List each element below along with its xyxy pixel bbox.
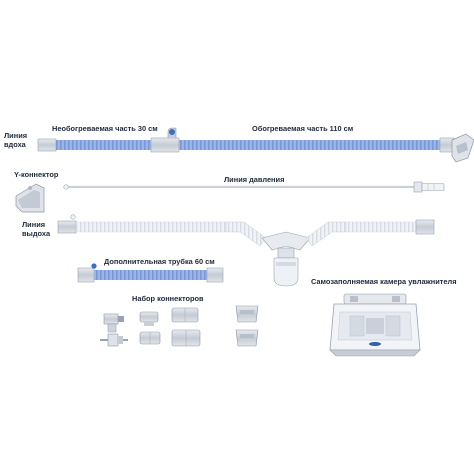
unheated-segment xyxy=(56,140,152,150)
connector-cup-1 xyxy=(235,305,259,323)
label-expiratory-line: Линия выдоха xyxy=(22,220,51,238)
joint-connector xyxy=(150,137,180,153)
expiratory-line-tube xyxy=(57,214,435,287)
label-inspiratory-line: Линия вдоха xyxy=(4,131,28,149)
label-heated-part: Обогреваемая часть 110 см xyxy=(252,124,354,133)
extra-tube-part xyxy=(77,263,224,283)
label-humidifier-chamber: Самозаполняемая камера увлажнителя xyxy=(311,277,457,286)
label-y-connector: Y-коннектор xyxy=(14,170,59,179)
water-trap xyxy=(261,231,311,287)
pressure-line-end xyxy=(63,184,69,190)
electrical-connector xyxy=(451,133,474,163)
connector-set-parts xyxy=(100,305,259,347)
heated-segment xyxy=(179,140,441,150)
pressure-line-connector xyxy=(413,181,445,193)
label-extra-tube: Дополнительная трубка 60 см xyxy=(104,257,215,266)
label-unheated-part: Необогреваемая часть 30 см xyxy=(52,124,158,133)
temperature-probe-port xyxy=(167,127,177,138)
humidifier-chamber-part xyxy=(329,293,421,357)
label-connector-set: Набор коннекторов xyxy=(132,294,204,303)
connector-nipple xyxy=(100,333,128,347)
connector-l-port xyxy=(103,313,124,333)
y-connector-part xyxy=(15,183,45,213)
connector-cup-2 xyxy=(235,329,259,347)
pressure-line-tube xyxy=(63,181,445,193)
connector-small-1 xyxy=(139,311,159,326)
connector-large-1 xyxy=(171,307,199,323)
connector-small-2 xyxy=(139,331,161,345)
inspiratory-line-tube xyxy=(37,127,474,163)
label-pressure-line: Линия давления xyxy=(224,175,285,184)
connector-large-2 xyxy=(171,329,201,347)
